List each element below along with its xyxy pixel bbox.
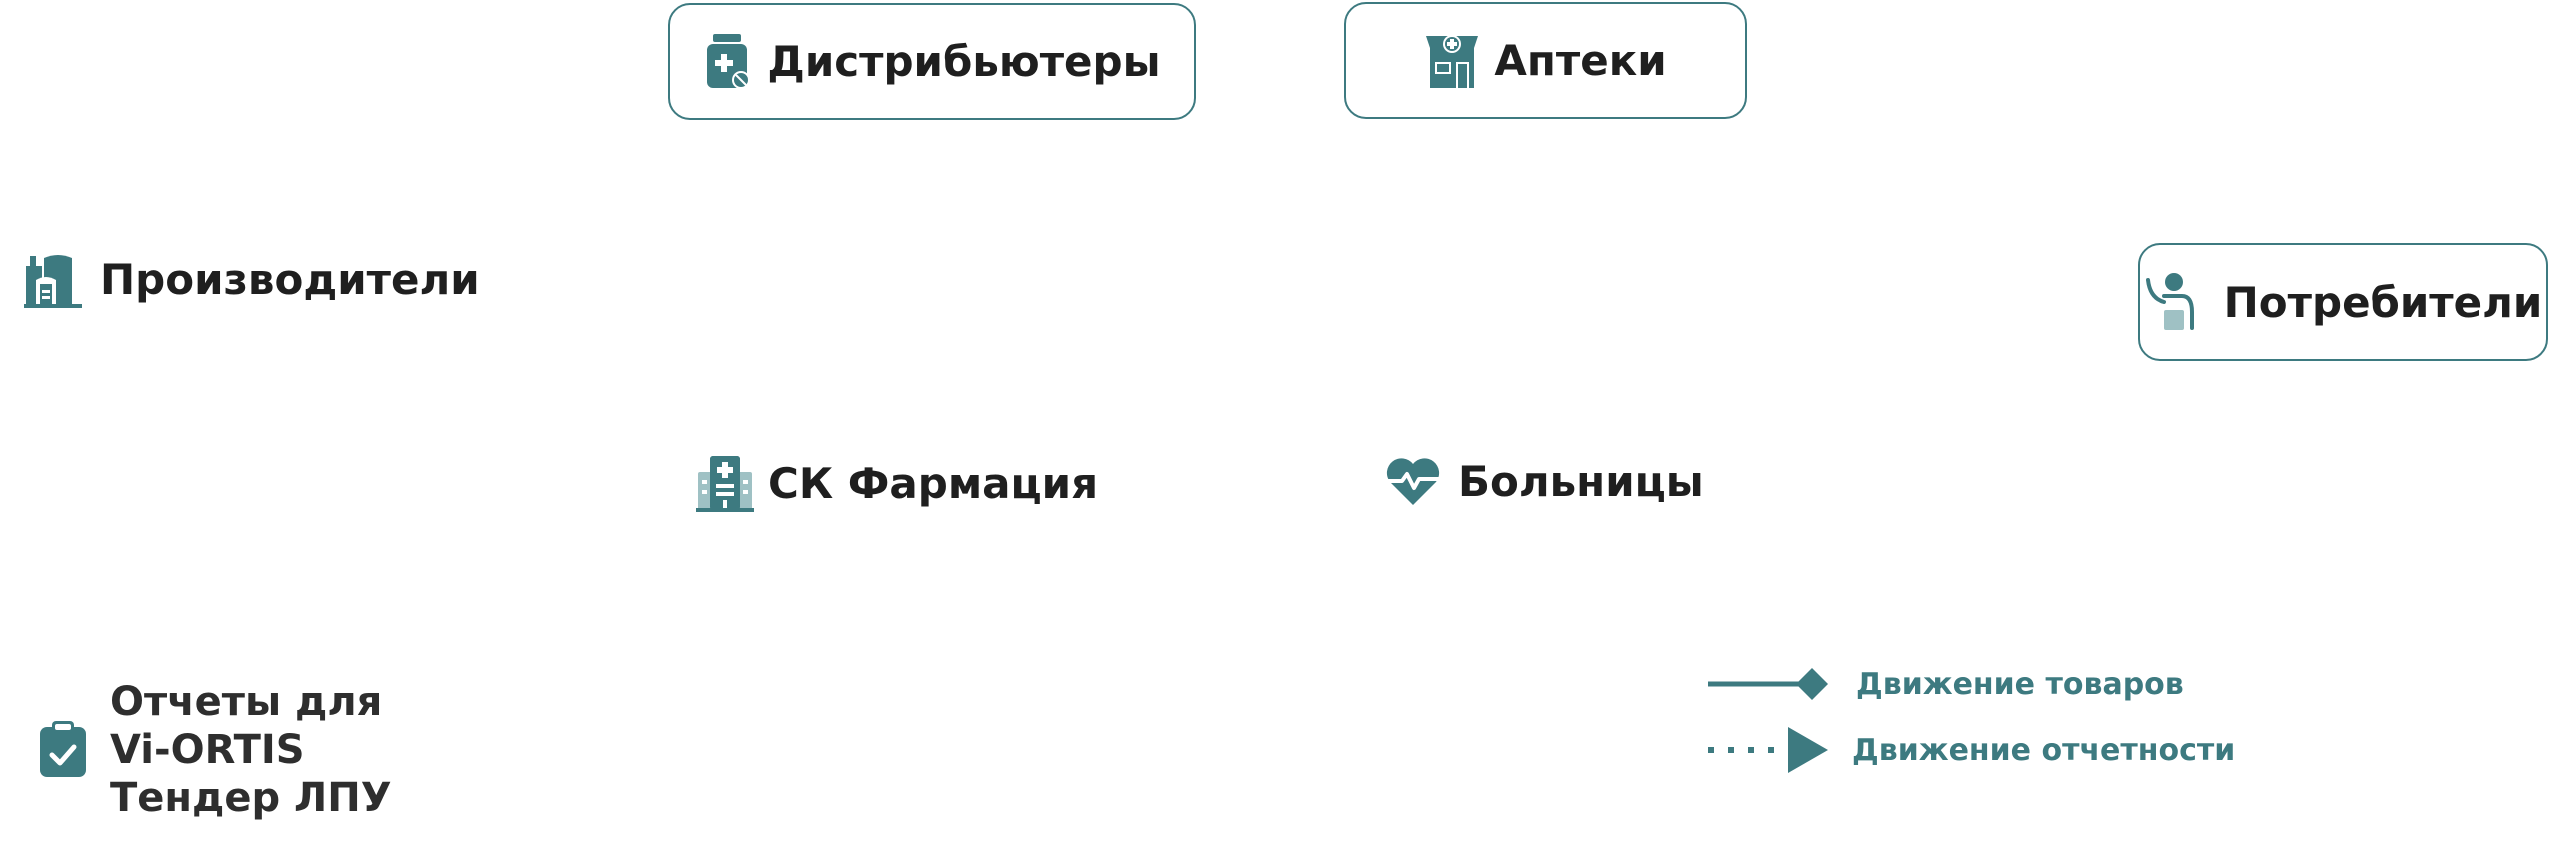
node-label: СК Фармация xyxy=(768,458,1099,508)
factory-icon xyxy=(24,250,82,308)
reports-line: Отчеты для xyxy=(110,679,383,725)
clipboard-check-icon xyxy=(38,721,88,779)
hospital-building-icon xyxy=(696,454,754,512)
dashed-arrow-icon xyxy=(1708,727,1828,773)
node-consumers: Потребители xyxy=(2138,243,2548,361)
legend-goods: Движение товаров xyxy=(1708,664,2184,704)
node-label: Производители xyxy=(100,254,480,304)
solid-arrow-icon xyxy=(1708,668,1828,700)
person-icon xyxy=(2144,272,2200,332)
reports-line: Тендер ЛПУ xyxy=(110,775,392,821)
node-label: Больницы xyxy=(1458,456,1704,506)
heart-pulse-icon xyxy=(1384,455,1442,507)
reports-text: Отчеты для Vi-ORTIS Тендер ЛПУ xyxy=(110,678,392,822)
node-label: Потребители xyxy=(2223,277,2543,327)
node-distributors: Дистрибьютеры xyxy=(668,3,1196,120)
node-producers: Производители xyxy=(24,250,480,308)
node-sk-pharmacy: СК Фармация xyxy=(696,454,1098,512)
node-hospitals: Больницы xyxy=(1384,455,1704,507)
reports-block: Отчеты для Vi-ORTIS Тендер ЛПУ xyxy=(38,678,392,822)
legend-reporting: Движение отчетности xyxy=(1708,725,2235,775)
node-pharmacies: Аптеки xyxy=(1344,2,1747,119)
pharmacy-store-icon xyxy=(1424,32,1480,90)
reports-line: Vi-ORTIS xyxy=(110,727,305,773)
node-label: Дистрибьютеры xyxy=(767,37,1161,86)
legend-label: Движение отчетности xyxy=(1852,732,2236,768)
medicine-bottle-icon xyxy=(703,33,751,90)
node-label: Аптеки xyxy=(1494,36,1667,85)
legend-label: Движение товаров xyxy=(1856,666,2184,702)
